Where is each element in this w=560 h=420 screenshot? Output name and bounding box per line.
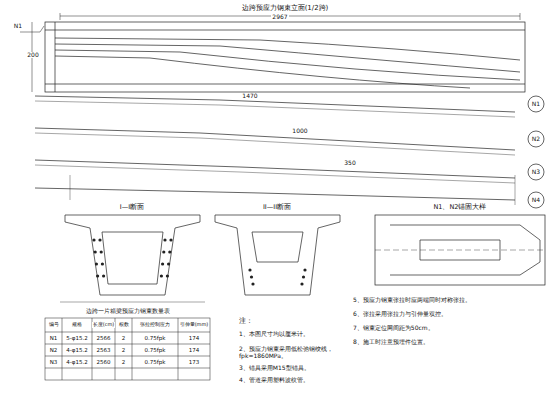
- tendon-duct: [163, 238, 166, 241]
- tendon-duct: [100, 250, 103, 253]
- callout-number: N1: [531, 101, 541, 108]
- note-line: 8、施工时注意预埋件位置。: [352, 339, 544, 346]
- dimension: 350: [343, 160, 356, 167]
- table-cell: 4-φ15.2: [65, 359, 88, 365]
- table-cell: N3: [49, 359, 59, 365]
- callout-number: N3: [531, 169, 541, 176]
- table-header: 根数: [118, 322, 130, 328]
- table-cell: 2563: [96, 347, 112, 353]
- note-line: 6、张拉采用张拉力与引伸量双控。: [352, 311, 544, 318]
- note-line: 7、钢束定位网间距为50cm。: [352, 325, 544, 332]
- tendon-duct: [95, 262, 98, 265]
- table-cell: 2: [121, 347, 127, 353]
- table-cell: 2560: [96, 359, 112, 365]
- tendon-duct: [101, 262, 104, 265]
- tendon-duct: [94, 250, 97, 253]
- tendon-duct: [250, 275, 253, 278]
- note-line: 2、预应力钢束采用低松弛钢绞线，fpk=1860MPa。: [238, 346, 348, 360]
- callout-number: N4: [531, 197, 541, 204]
- table-header: 引伸量(mm): [179, 322, 210, 328]
- tendon-duct: [102, 274, 105, 277]
- tendon-duct: [302, 275, 305, 278]
- note-line: 3、锚具采用M15型锚具。: [238, 365, 348, 372]
- detail-title: N1、N2锚固大样: [433, 204, 488, 211]
- tendon-duct: [251, 282, 254, 285]
- table-cell: 2566: [96, 335, 112, 341]
- callout-number: N2: [531, 136, 541, 143]
- table-header: 张拉控制应力: [139, 322, 171, 328]
- tendon-duct: [92, 238, 95, 241]
- tendon-duct: [96, 274, 99, 277]
- table-cell: 174: [188, 335, 201, 341]
- table-cell: 2: [121, 335, 127, 341]
- dimension: 1470: [241, 93, 258, 100]
- tendon-duct: [169, 238, 172, 241]
- section-title: II—II断面: [262, 204, 292, 211]
- tendon-duct: [248, 268, 251, 271]
- table-cell: 173: [188, 359, 201, 365]
- note-line: 5、预应力钢束张拉时应两端同时对称张拉。: [352, 297, 544, 304]
- table-cell: N1: [49, 335, 59, 341]
- tendon-duct: [98, 238, 101, 241]
- section-title: I—I断面: [119, 204, 145, 211]
- tendon-duct: [162, 250, 165, 253]
- table-cell: 174: [188, 347, 201, 353]
- table-header: 编号: [48, 322, 60, 328]
- table-cell: 0.75fpk: [144, 347, 167, 353]
- note-heading: 注：: [238, 318, 254, 325]
- note-line: 4、管道采用塑料波纹管。: [238, 377, 348, 384]
- tendon-duct: [300, 282, 303, 285]
- table-header: 长度(cm): [92, 322, 116, 328]
- tendon-duct: [303, 268, 306, 271]
- table-cell: 2: [121, 359, 127, 365]
- tendon-label: N1: [13, 23, 23, 30]
- table-header: 规格: [71, 322, 83, 328]
- table-cell: 4-φ15.2: [65, 347, 88, 353]
- table-cell: 5-φ15.2: [65, 335, 88, 341]
- dimension: 2967: [271, 14, 288, 21]
- table-title: 边跨一片箱梁预应力钢束数量表: [85, 308, 171, 315]
- table-cell: 0.75fpk: [144, 335, 167, 341]
- table-cell: 0.75fpk: [144, 359, 167, 365]
- tendon-duct: [168, 250, 171, 253]
- dimension: 1000: [291, 128, 308, 135]
- tendon-duct: [160, 274, 163, 277]
- drawing-title: 边跨预应力钢束立面(1/2跨): [241, 4, 330, 12]
- tendon-duct: [166, 274, 169, 277]
- note-line: 1、本图尺寸均以厘米计。: [238, 331, 348, 338]
- table-cell: N2: [49, 347, 59, 353]
- dimension: 200: [26, 52, 39, 59]
- tendon-duct: [161, 262, 164, 265]
- tendon-duct: [167, 262, 170, 265]
